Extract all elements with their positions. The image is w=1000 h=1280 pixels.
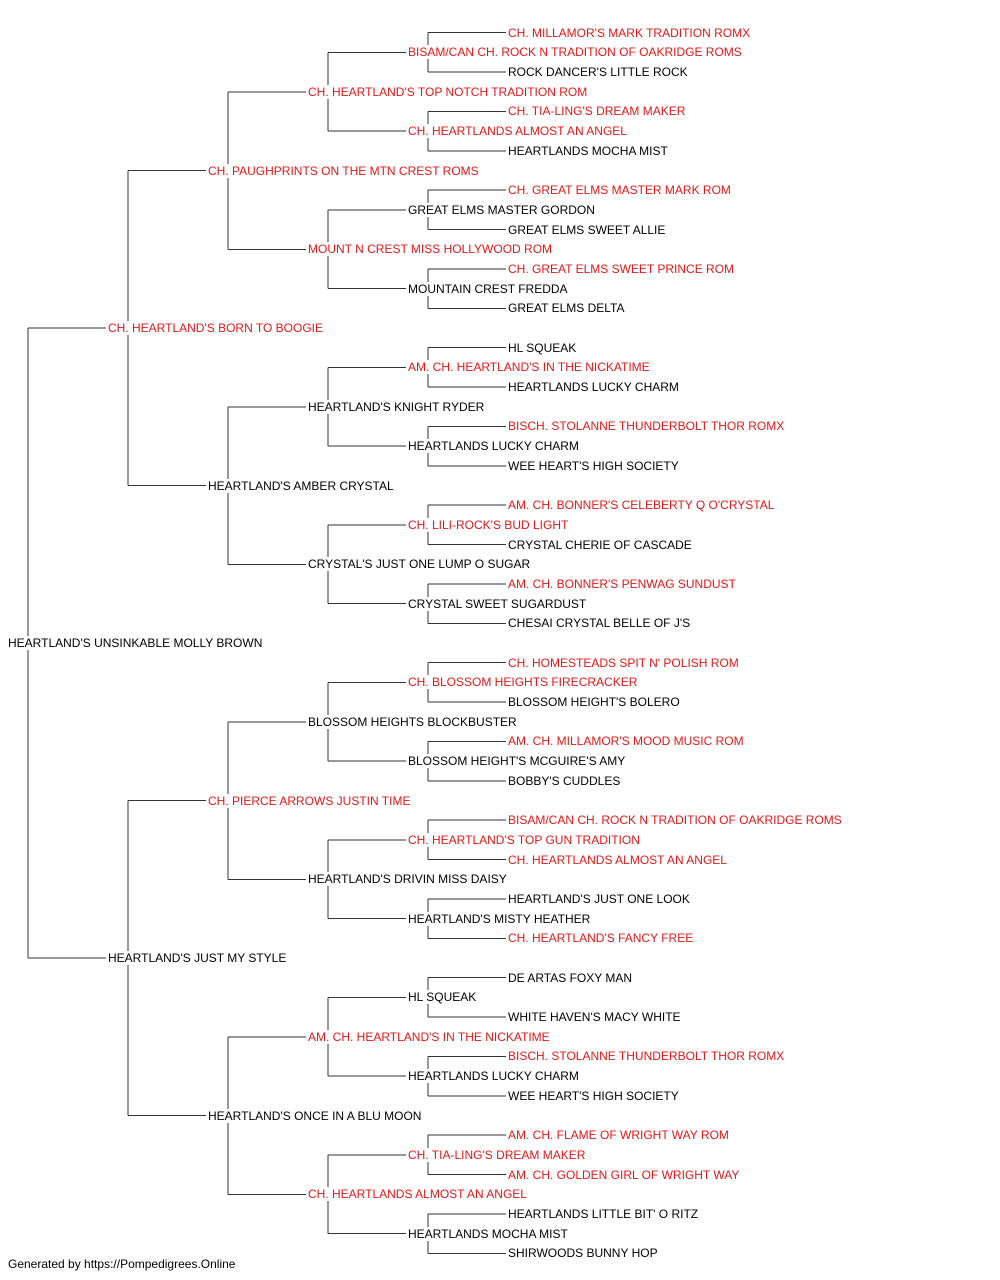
pedigree-node-dam-dam-sire-dam-sire: BISCH. STOLANNE THUNDERBOLT THOR ROMX (506, 1049, 787, 1064)
pedigree-node-sire-sire-sire-dam: CH. HEARTLANDS ALMOST AN ANGEL (406, 124, 629, 139)
pedigree-node-dam-dam-sire-sire: HL SQUEAK (406, 990, 479, 1005)
pedigree-node-sire-sire-sire-sire: BISAM/CAN CH. ROCK N TRADITION OF OAKRID… (406, 45, 744, 60)
pedigree-node-sire-sire-dam-sire-dam: GREAT ELMS SWEET ALLIE (506, 222, 668, 237)
pedigree-node-dam-sire-dam-dam-sire: HEARTLAND'S JUST ONE LOOK (506, 891, 692, 906)
pedigree-node-sire-dam-dam-sire: CH. LILI-ROCK'S BUD LIGHT (406, 517, 571, 532)
pedigree-node-sire-sire-sire-dam-dam: HEARTLANDS MOCHA MIST (506, 143, 670, 158)
pedigree-node-sire-dam-dam-dam: CRYSTAL SWEET SUGARDUST (406, 596, 589, 611)
pedigree-node-sire-sire-dam-dam-dam: GREAT ELMS DELTA (506, 301, 627, 316)
pedigree-node-sire-sire-sire-dam-sire: CH. TIA-LING'S DREAM MAKER (506, 104, 688, 119)
pedigree-node-sire-dam-sire-sire-dam: HEARTLANDS LUCKY CHARM (506, 380, 681, 395)
pedigree-node-dam-dam-sire: AM. CH. HEARTLAND'S IN THE NICKATIME (306, 1029, 552, 1044)
pedigree-node-dam-sire-dam-sire-dam: CH. HEARTLANDS ALMOST AN ANGEL (506, 852, 729, 867)
pedigree-node-dam-sire: CH. PIERCE ARROWS JUSTIN TIME (206, 793, 413, 808)
pedigree-node-dam-sire-sire: BLOSSOM HEIGHTS BLOCKBUSTER (306, 714, 519, 729)
pedigree-node-dam-sire-sire-dam-dam: BOBBY'S CUDDLES (506, 773, 623, 788)
pedigree-node-sire-sire-dam: MOUNT N CREST MISS HOLLYWOOD ROM (306, 242, 555, 257)
pedigree-node-sire-sire-dam-dam: MOUNTAIN CREST FREDDA (406, 281, 570, 296)
pedigree-node-sire-dam-sire-dam-sire: BISCH. STOLANNE THUNDERBOLT THOR ROMX (506, 419, 787, 434)
pedigree-node-dam-sire-dam-sire-sire: BISAM/CAN CH. ROCK N TRADITION OF OAKRID… (506, 813, 844, 828)
pedigree-node-sire-sire-dam-sire-sire: CH. GREAT ELMS MASTER MARK ROM (506, 183, 733, 198)
pedigree-node-dam-dam-sire-dam-dam: WEE HEART'S HIGH SOCIETY (506, 1088, 681, 1103)
pedigree-node-sire-dam-dam-sire-sire: AM. CH. BONNER'S CELEBERTY Q O'CRYSTAL (506, 498, 777, 513)
pedigree-node-dam-sire-sire-sire-sire: CH. HOMESTEADS SPIT N' POLISH ROM (506, 655, 741, 670)
pedigree-node-dam-sire-dam: HEARTLAND'S DRIVIN MISS DAISY (306, 872, 509, 887)
pedigree-node-dam-dam-sire-sire-dam: WHITE HAVEN'S MACY WHITE (506, 1010, 683, 1025)
pedigree-node-sire: CH. HEARTLAND'S BORN TO BOOGIE (106, 321, 326, 335)
pedigree-node-sire-sire: CH. PAUGHPRINTS ON THE MTN CREST ROMS (206, 163, 481, 178)
pedigree-node-dam-dam: HEARTLAND'S ONCE IN A BLU MOON (206, 1108, 424, 1123)
pedigree-node-sire-sire-sire-sire-sire: CH. MILLAMOR'S MARK TRADITION ROMX (506, 25, 753, 40)
pedigree-node-dam-sire-sire-sire: CH. BLOSSOM HEIGHTS FIRECRACKER (406, 675, 640, 690)
pedigree-node-sire-dam-sire-dam-dam: WEE HEART'S HIGH SOCIETY (506, 458, 681, 473)
pedigree-node-dam: HEARTLAND'S JUST MY STYLE (106, 951, 289, 965)
pedigree-node-sire-dam-dam: CRYSTAL'S JUST ONE LUMP O SUGAR (306, 557, 533, 572)
pedigree-node-sire-dam-sire: HEARTLAND'S KNIGHT RYDER (306, 399, 487, 414)
pedigree-node-sire-sire-sire-sire-dam: ROCK DANCER'S LITTLE ROCK (506, 65, 690, 80)
pedigree-node-dam-sire-sire-dam-sire: AM. CH. MILLAMOR'S MOOD MUSIC ROM (506, 734, 746, 749)
pedigree-node-sire-dam-dam-dam-sire: AM. CH. BONNER'S PENWAG SUNDUST (506, 576, 738, 591)
pedigree-node-dam-dam-dam-dam-sire: HEARTLANDS LITTLE BIT' O RITZ (506, 1206, 701, 1221)
pedigree-node-sire-dam-sire-sire: AM. CH. HEARTLAND'S IN THE NICKATIME (406, 360, 652, 375)
pedigree-node-sire-sire-sire: CH. HEARTLAND'S TOP NOTCH TRADITION ROM (306, 84, 590, 99)
pedigree-node-dam-dam-dam-dam: HEARTLANDS MOCHA MIST (406, 1226, 570, 1241)
pedigree-node-dam-dam-dam-sire-sire: AM. CH. FLAME OF WRIGHT WAY ROM (506, 1128, 731, 1143)
pedigree-node-root: HEARTLAND'S UNSINKABLE MOLLY BROWN (6, 636, 265, 650)
pedigree-node-dam-sire-sire-sire-dam: BLOSSOM HEIGHT'S BOLERO (506, 695, 682, 710)
pedigree-node-sire-dam-dam-sire-dam: CRYSTAL CHERIE OF CASCADE (506, 537, 694, 552)
pedigree-node-dam-dam-dam: CH. HEARTLANDS ALMOST AN ANGEL (306, 1187, 529, 1202)
pedigree-node-sire-sire-dam-sire: GREAT ELMS MASTER GORDON (406, 202, 597, 217)
pedigree-node-dam-dam-dam-sire: CH. TIA-LING'S DREAM MAKER (406, 1147, 588, 1162)
pedigree-node-dam-dam-sire-sire-sire: DE ARTAS FOXY MAN (506, 970, 635, 985)
footer-credit: Generated by https://Pompedigrees.Online (8, 1257, 236, 1271)
pedigree-node-dam-sire-dam-dam: HEARTLAND'S MISTY HEATHER (406, 911, 593, 926)
pedigree-node-sire-sire-dam-dam-sire: CH. GREAT ELMS SWEET PRINCE ROM (506, 261, 737, 276)
pedigree-node-sire-dam-sire-sire-sire: HL SQUEAK (506, 340, 579, 355)
pedigree-node-sire-dam: HEARTLAND'S AMBER CRYSTAL (206, 478, 396, 493)
pedigree-node-sire-dam-dam-dam-dam: CHESAI CRYSTAL BELLE OF J'S (506, 616, 693, 631)
pedigree-node-dam-sire-dam-sire: CH. HEARTLAND'S TOP GUN TRADITION (406, 832, 642, 847)
pedigree-node-dam-sire-sire-dam: BLOSSOM HEIGHT'S MCGUIRE'S AMY (406, 754, 628, 769)
pedigree-node-dam-dam-dam-dam-dam: SHIRWOODS BUNNY HOP (506, 1246, 660, 1261)
pedigree-node-sire-dam-sire-dam: HEARTLANDS LUCKY CHARM (406, 439, 581, 454)
pedigree-node-dam-dam-dam-sire-dam: AM. CH. GOLDEN GIRL OF WRIGHT WAY (506, 1167, 742, 1182)
pedigree-node-dam-dam-sire-dam: HEARTLANDS LUCKY CHARM (406, 1069, 581, 1084)
pedigree-node-dam-sire-dam-dam-dam: CH. HEARTLAND'S FANCY FREE (506, 931, 696, 946)
